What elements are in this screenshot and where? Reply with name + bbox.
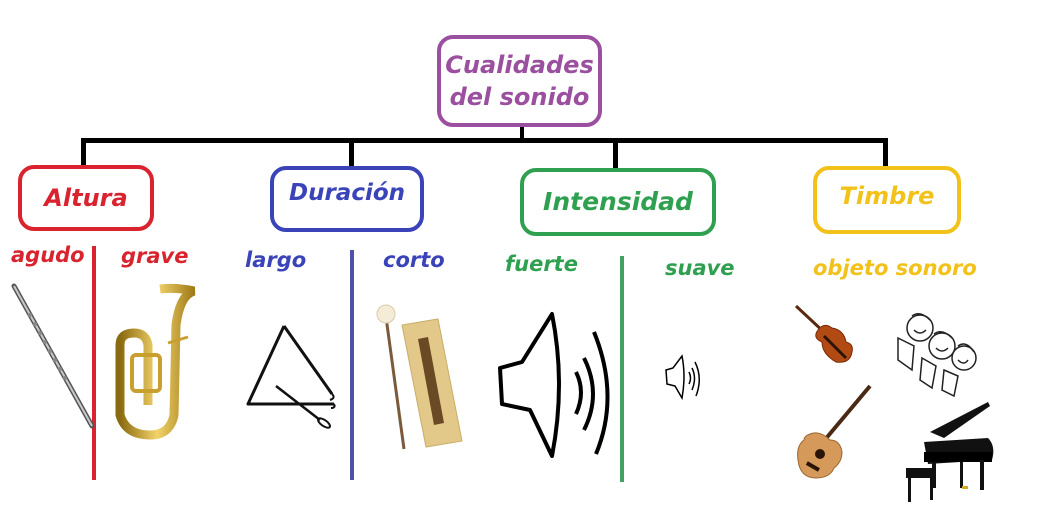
- root-title-line1: Cualidades: [445, 50, 594, 79]
- soft-speaker-icon: [665, 354, 700, 401]
- grand-piano-image: [906, 402, 994, 502]
- label-grave: grave: [121, 244, 189, 268]
- tuba-image: [115, 283, 196, 440]
- divider-duracion: [350, 250, 354, 480]
- label-corto: corto: [383, 248, 445, 272]
- guitar-image: [797, 384, 872, 479]
- horizontal-connector: [81, 138, 888, 143]
- node-duracion: Duración: [270, 166, 424, 232]
- connector-altura: [81, 138, 86, 166]
- label-largo: largo: [245, 248, 307, 272]
- node-intensidad-label: Intensidad: [543, 187, 693, 217]
- violin-image: [794, 304, 853, 363]
- divider-altura: [92, 246, 96, 480]
- label-suave: suave: [665, 256, 735, 280]
- connector-intensidad: [613, 138, 618, 168]
- label-objeto-sonoro: objeto sonoro: [813, 256, 977, 280]
- wood-block-image: [376, 304, 463, 450]
- node-intensidad: Intensidad: [520, 168, 716, 236]
- connector-duracion: [349, 138, 354, 166]
- node-altura: Altura: [18, 165, 154, 231]
- node-altura-label: Altura: [44, 183, 128, 212]
- flute-image: [11, 283, 95, 429]
- connector-timbre: [883, 138, 888, 166]
- label-agudo: agudo: [11, 243, 85, 267]
- root-node: Cualidades del sonido: [437, 35, 602, 127]
- root-title-line2: del sonido: [449, 83, 590, 111]
- node-timbre: Timbre: [813, 166, 961, 234]
- node-timbre-label: Timbre: [839, 181, 935, 210]
- singers-drawing: [897, 313, 977, 398]
- loud-speaker-icon: [498, 312, 610, 458]
- node-duracion-label: Duración: [288, 180, 406, 207]
- divider-intensidad: [620, 256, 624, 482]
- triangle-image: [246, 325, 336, 429]
- root-connector: [520, 124, 524, 142]
- label-fuerte: fuerte: [505, 252, 578, 276]
